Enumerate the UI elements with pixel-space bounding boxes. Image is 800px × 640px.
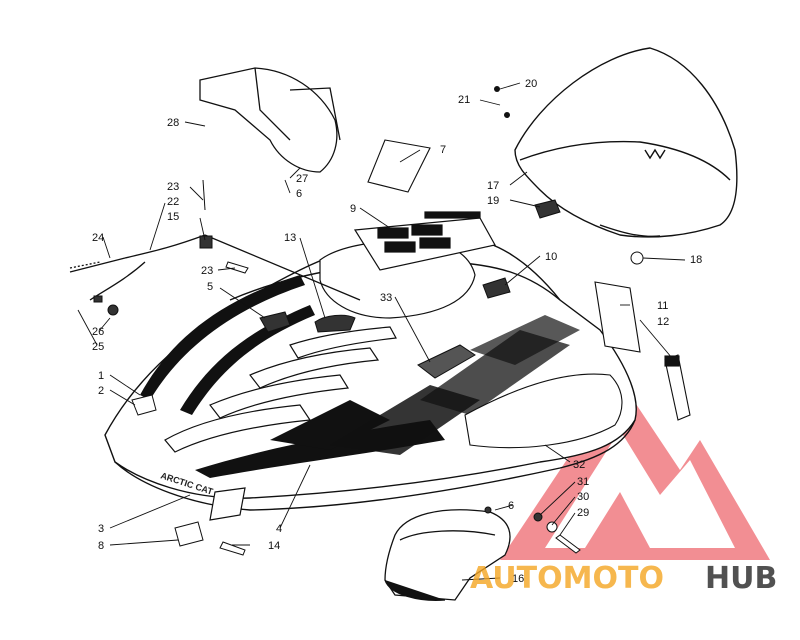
callout-19: 19 <box>487 195 499 207</box>
front-bumper-bracket <box>209 487 246 521</box>
grommet <box>630 251 644 265</box>
callout-10: 10 <box>545 251 557 263</box>
callout-15: 15 <box>167 211 179 223</box>
callout-16: 16 <box>512 573 524 585</box>
side-panel <box>464 373 623 449</box>
callout-25: 25 <box>92 341 104 353</box>
callout-6-bottom: 6 <box>508 500 514 512</box>
callout-24: 24 <box>92 232 104 244</box>
mesh-vent <box>417 344 476 379</box>
air-intake-duct <box>199 67 341 173</box>
callout-1: 1 <box>98 370 104 382</box>
callout-5: 5 <box>207 281 213 293</box>
decal-sheet-7 <box>367 139 431 193</box>
lower-air-duct <box>384 509 511 601</box>
watermark-logo <box>500 380 770 560</box>
lower-hardware <box>174 506 581 556</box>
callout-31: 31 <box>577 476 589 488</box>
callout-3: 3 <box>98 523 104 535</box>
watermark-text-left: AUTOMOTO <box>470 561 664 596</box>
callout-21: 21 <box>458 94 470 106</box>
callout-22: 22 <box>167 196 179 208</box>
windshield-bracket <box>534 199 561 219</box>
callout-30: 30 <box>577 491 589 503</box>
callout-32: 32 <box>573 459 585 471</box>
center-vent <box>314 314 356 333</box>
cable-fittings <box>93 179 249 316</box>
callout-14: 14 <box>268 540 280 552</box>
hood-louvers <box>164 326 397 453</box>
callout-20: 20 <box>525 78 537 90</box>
callout-2: 2 <box>98 385 104 397</box>
hood-stripes <box>140 275 580 478</box>
callout-6-top: 6 <box>296 188 302 200</box>
hood-strap <box>664 354 691 421</box>
callout-9: 9 <box>350 203 356 215</box>
callout-4: 4 <box>276 523 282 535</box>
callout-13: 13 <box>284 232 296 244</box>
watermark-text-right: HUB <box>705 561 777 596</box>
callout-labels: 1 2 3 4 5 6 6 7 8 9 10 11 12 13 14 15 16… <box>92 78 702 585</box>
callout-11: 11 <box>657 300 668 312</box>
callout-28: 28 <box>167 117 179 129</box>
decal-sheet-11 <box>594 281 641 353</box>
callout-33: 33 <box>380 292 392 304</box>
leader-lines <box>77 82 686 581</box>
callout-12: 12 <box>657 316 669 328</box>
hinge-bracket <box>131 394 157 416</box>
callout-7: 7 <box>440 144 446 156</box>
hood-brackets <box>259 277 511 333</box>
callout-29: 29 <box>577 507 589 519</box>
watermark-text: AUTOMOTO HUB <box>470 561 777 596</box>
callout-17: 17 <box>487 180 499 192</box>
callout-27: 27 <box>296 173 308 185</box>
callout-23-bottom: 23 <box>201 265 213 277</box>
windshield-screws <box>494 86 510 118</box>
console-panel <box>353 211 496 271</box>
callout-18: 18 <box>690 254 702 266</box>
callout-8: 8 <box>98 540 104 552</box>
callout-26: 26 <box>92 326 104 338</box>
callout-23-top: 23 <box>167 181 179 193</box>
